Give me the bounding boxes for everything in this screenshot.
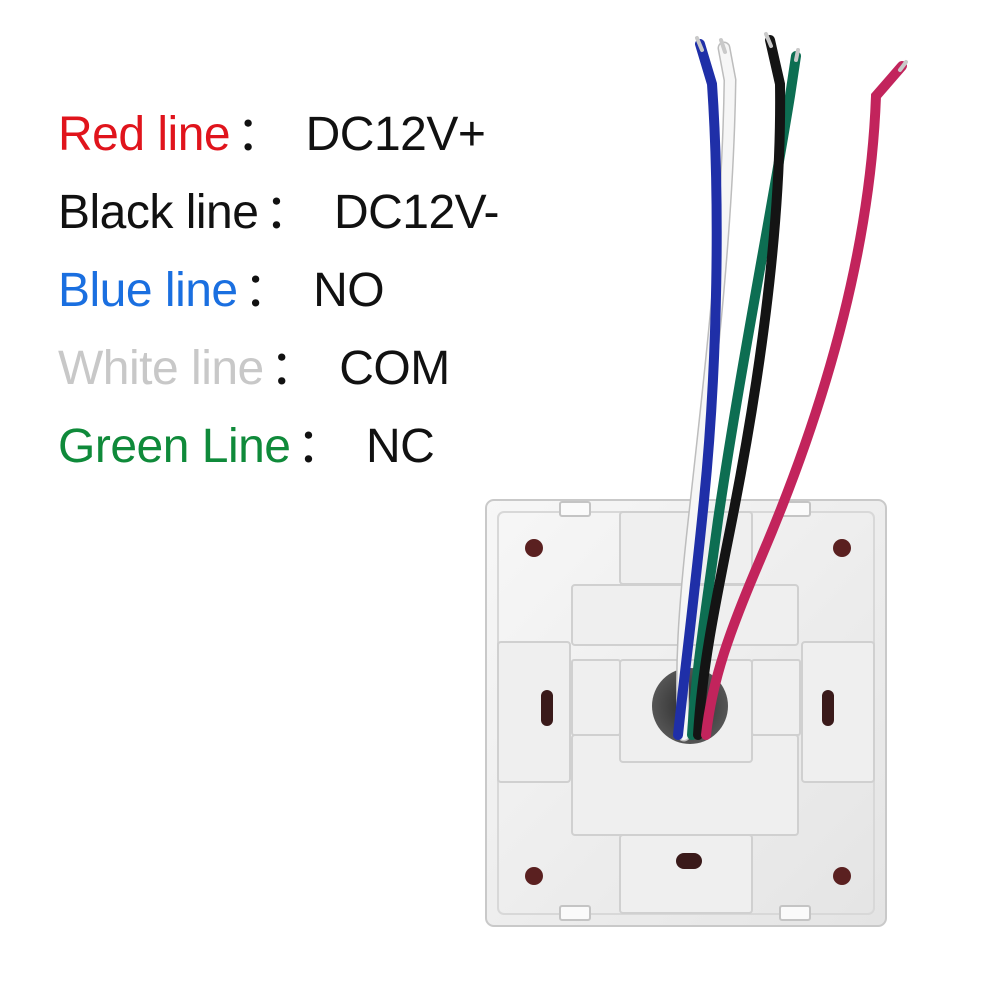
legend-label-green: Green Line (58, 420, 291, 473)
legend-label-white: White line (58, 342, 264, 395)
legend-row-blue: Blue line： NO (58, 252, 499, 330)
legend-separator: ： (264, 186, 312, 239)
legend-separator: ： (236, 108, 284, 161)
legend-row-white: White line： COM (58, 330, 499, 408)
legend-row-black: Black line： DC12V- (58, 174, 500, 252)
legend-value-green: NC (366, 420, 435, 473)
legend-value-blue: NO (313, 264, 385, 317)
blue-wire (673, 39, 722, 740)
legend-separator: ： (296, 420, 345, 473)
legend-row-green: Green Line： NC (58, 408, 499, 486)
legend-value-black: DC12V- (333, 186, 500, 239)
legend-label-black: Black line (58, 186, 259, 239)
legend-value-red: DC12V+ (305, 108, 486, 161)
legend-separator: ： (243, 264, 292, 317)
legend-label-red: Red line (58, 108, 231, 161)
red-wire (701, 61, 907, 740)
legend-row-red: Red line： DC12V+ (58, 96, 499, 174)
legend-separator: ： (269, 342, 318, 395)
black-wire (693, 35, 786, 740)
wire-legend: Red line：DC12V+ Black line：DC12V- Blue l… (58, 96, 500, 486)
legend-label-blue: Blue line (58, 264, 238, 317)
screw-holes (525, 539, 851, 885)
wires (673, 32, 908, 742)
legend-value-white: COM (339, 342, 450, 395)
